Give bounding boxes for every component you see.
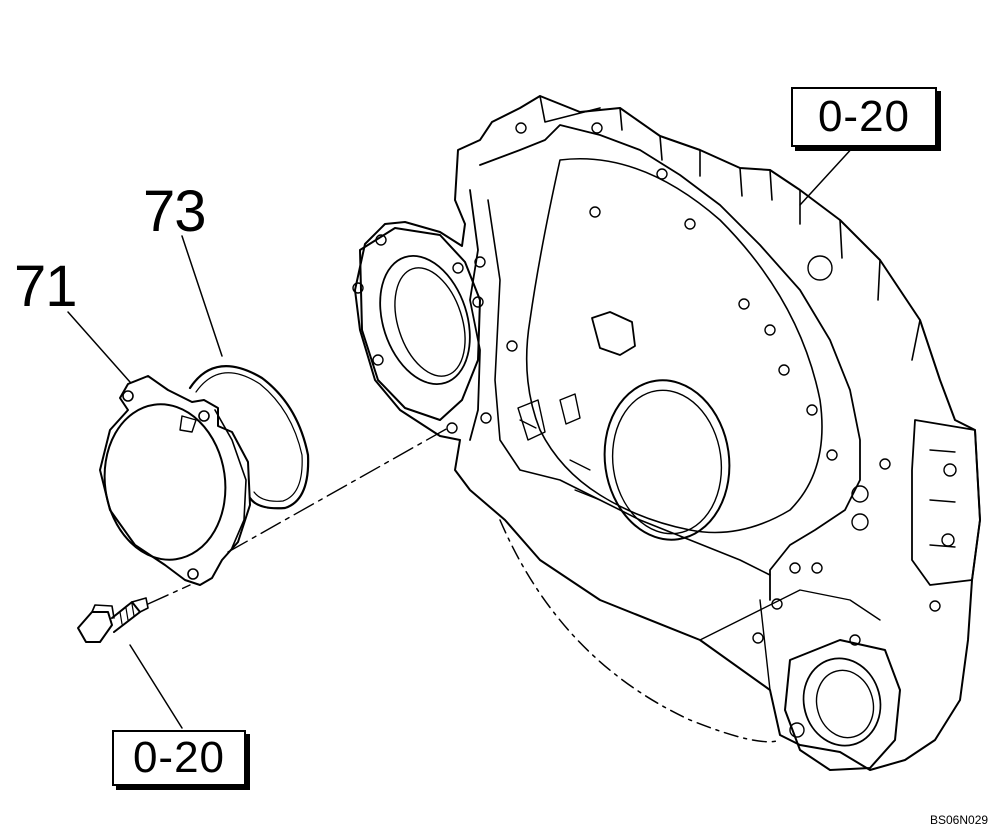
part-71-label: 71: [14, 254, 78, 319]
bolt-reference-box: 0-20: [112, 730, 246, 786]
part-73-label: 73: [143, 179, 207, 244]
flywheel-housing: [352, 95, 981, 771]
assembly-centerlines: [147, 427, 449, 605]
leader-lines: [67, 144, 856, 729]
cover-plate: [99, 375, 251, 586]
flange-bolt: [77, 597, 149, 643]
housing-reference-label: 0-20: [817, 92, 911, 141]
bolt-reference-label: 0-20: [132, 733, 226, 782]
drawing-code: BS06N029: [930, 813, 989, 827]
o-ring: [188, 365, 310, 510]
housing-reference-box: 0-20: [791, 87, 937, 147]
